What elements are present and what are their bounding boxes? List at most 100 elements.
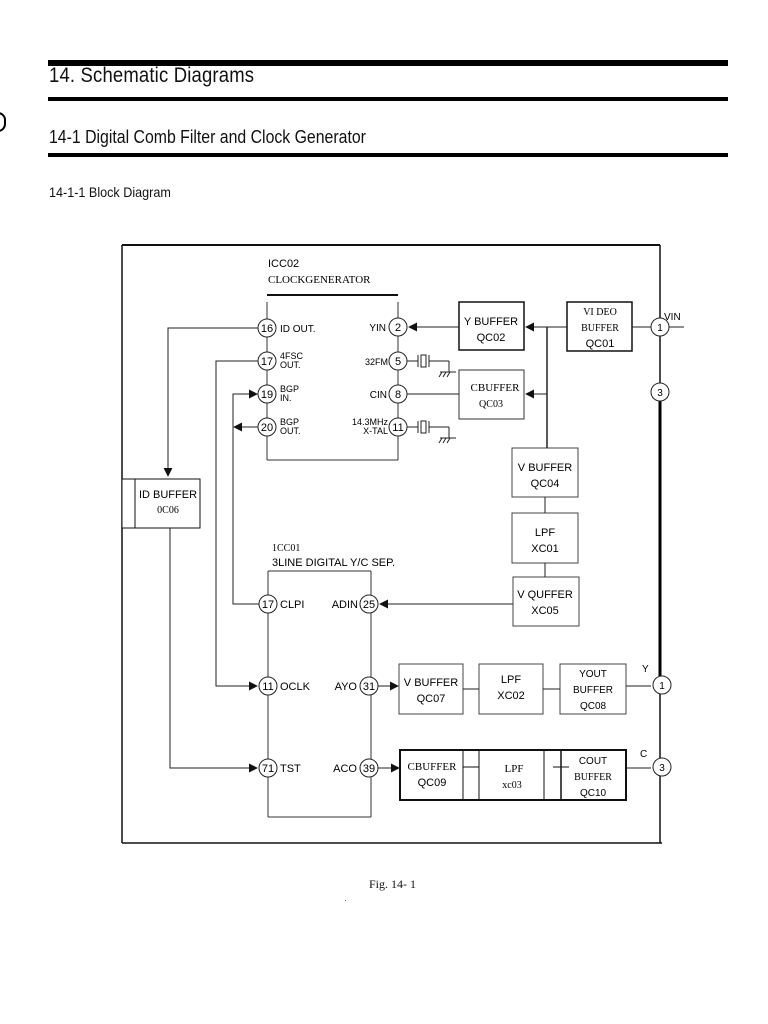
block-lpf-xc02: LPF XC02 <box>478 663 544 715</box>
svg-text:VI DEO: VI DEO <box>583 307 617 318</box>
svg-text:V QUFFER: V QUFFER <box>517 589 573 601</box>
subsubsection-title: 14-1-1 Block Diagram <box>49 184 171 200</box>
svg-text:LPF: LPF <box>535 527 555 539</box>
svg-text:19: 19 <box>261 389 273 401</box>
svg-text:ID OUT.: ID OUT. <box>280 324 316 335</box>
svg-text:XC02: XC02 <box>497 690 525 702</box>
svg-text:OCLK: OCLK <box>280 681 311 693</box>
section-title: 14. Schematic Diagrams <box>49 64 255 87</box>
svg-text:BUFFER: BUFFER <box>574 772 612 783</box>
ic-clock-name: CLOCKGENERATOR <box>268 274 371 286</box>
subsection-rule <box>48 153 728 157</box>
block-lpf-xc03: LPF xc03 <box>502 763 523 791</box>
svg-text:BUFFER: BUFFER <box>581 323 619 334</box>
block-v-buffer-qc07: V BUFFER QC07 <box>398 663 464 715</box>
block-lpf-xc01: LPF XC01 <box>511 512 579 564</box>
svg-text:YIN: YIN <box>369 323 386 334</box>
svg-text:QC02: QC02 <box>477 332 506 344</box>
figure-caption: Fig. 14- 1 <box>369 877 417 891</box>
svg-text:V BUFFER: V BUFFER <box>404 677 458 689</box>
svg-text:31: 31 <box>363 681 375 693</box>
svg-text:14.3MHz: 14.3MHz <box>352 417 389 427</box>
svg-text:17: 17 <box>262 599 274 611</box>
svg-text:COUT: COUT <box>579 756 607 767</box>
svg-text:V BUFFER: V BUFFER <box>518 462 572 474</box>
svg-text:CLPI: CLPI <box>280 599 304 611</box>
svg-text:BGP: BGP <box>280 384 299 394</box>
connector-y-out: 1 Y <box>642 664 672 695</box>
svg-text:IN.: IN. <box>280 393 292 403</box>
svg-text:ID BUFFER: ID BUFFER <box>139 489 197 501</box>
svg-text:QC08: QC08 <box>580 701 607 712</box>
svg-text:QC09: QC09 <box>418 777 447 789</box>
svg-text:QC01: QC01 <box>586 338 615 350</box>
svg-text:XC05: XC05 <box>531 605 559 617</box>
pin-17-clpi: 17 CLPI <box>258 594 304 614</box>
svg-text:3: 3 <box>657 388 663 399</box>
svg-text:71: 71 <box>262 763 274 775</box>
svg-text:2: 2 <box>395 322 401 334</box>
block-cout-buffer-qc10: COUT BUFFER QC10 <box>574 756 612 799</box>
svg-text:16: 16 <box>261 323 273 335</box>
pin-5-32fm: 5 32FM <box>365 351 408 371</box>
ic-clock-generator: ICC02 CLOCKGENERATOR 16 ID OUT. 17 4FSC … <box>257 258 456 461</box>
svg-text:OUT.: OUT. <box>280 426 301 436</box>
pin-31-ayo: 31 AYO <box>335 676 379 696</box>
pin-11-xtal: 11 14.3MHz X-TAL <box>352 417 408 437</box>
svg-text:BGP: BGP <box>280 417 299 427</box>
svg-text:LPF: LPF <box>501 674 521 686</box>
block-v-quffer-xc05: V QUFFER XC05 <box>512 576 580 627</box>
svg-text:ADIN: ADIN <box>332 599 358 611</box>
svg-text:17: 17 <box>261 356 273 368</box>
speck <box>345 900 346 901</box>
ic-ycsep: 1CC01 3LINE DIGITAL Y/C SEP. 17 CLPI 11 … <box>258 543 395 818</box>
svg-text:ACO: ACO <box>333 763 357 775</box>
svg-text:AYO: AYO <box>335 681 358 693</box>
wires <box>163 322 684 773</box>
pin-25-adin: 25 ADIN <box>332 594 379 614</box>
connector-in-3: 3 <box>650 382 670 402</box>
svg-text:C: C <box>640 749 647 760</box>
svg-text:CBUFFER: CBUFFER <box>408 761 458 773</box>
ic-clock-ref: ICC02 <box>268 258 299 270</box>
svg-text:TST: TST <box>280 763 301 775</box>
pin-19-bgp-in: 19 BGP IN. <box>257 384 299 404</box>
svg-text:20: 20 <box>261 422 273 434</box>
section-bottom-rule <box>48 97 728 101</box>
svg-text:xc03: xc03 <box>502 780 521 791</box>
svg-text:QC07: QC07 <box>417 693 446 705</box>
ic-ycsep-name: 3LINE DIGITAL Y/C SEP. <box>272 557 395 569</box>
subsection-title: 14-1 Digital Comb Filter and Clock Gener… <box>49 127 366 147</box>
block-yout-buffer-qc08: YOUT BUFFER QC08 <box>559 663 627 715</box>
connector-vin: 1 VIN <box>650 312 681 337</box>
svg-text:11: 11 <box>262 681 273 693</box>
connector-c-out: 3 C <box>640 749 672 777</box>
svg-text:11: 11 <box>392 422 403 434</box>
svg-text:CBUFFER: CBUFFER <box>471 382 521 394</box>
svg-text:XC01: XC01 <box>531 543 559 555</box>
svg-text:CIN: CIN <box>370 390 387 401</box>
svg-text:VIN: VIN <box>664 312 681 323</box>
pin-17-4fsc-out: 17 4FSC OUT. <box>257 351 304 371</box>
block-y-buffer-qc02: Y BUFFER QC02 <box>458 301 525 351</box>
pin-20-bgp-out: 20 BGP OUT. <box>257 417 301 437</box>
svg-text:YOUT: YOUT <box>579 669 607 680</box>
c-output-chain-frame <box>399 749 627 801</box>
svg-text:3: 3 <box>659 763 665 774</box>
block-v-buffer-qc04: V BUFFER QC04 <box>511 447 579 498</box>
svg-text:OUT.: OUT. <box>280 360 301 370</box>
crystal-icon <box>407 420 456 444</box>
pin-8-cin: 8 CIN <box>370 384 408 404</box>
svg-text:X-TAL: X-TAL <box>363 426 388 436</box>
svg-text:25: 25 <box>363 599 375 611</box>
svg-text:39: 39 <box>363 763 375 775</box>
svg-text:QC10: QC10 <box>580 788 607 799</box>
block-id-buffer-0c06: ID BUFFER 0C06 <box>121 478 201 529</box>
pin-11-oclk: 11 OCLK <box>258 676 311 696</box>
pin-2-yin: 2 YIN <box>369 317 408 337</box>
svg-text:1: 1 <box>659 681 665 692</box>
svg-text:BUFFER: BUFFER <box>573 685 613 696</box>
svg-text:4FSC: 4FSC <box>280 351 304 361</box>
pin-16-id-out: 16 ID OUT. <box>257 318 316 338</box>
